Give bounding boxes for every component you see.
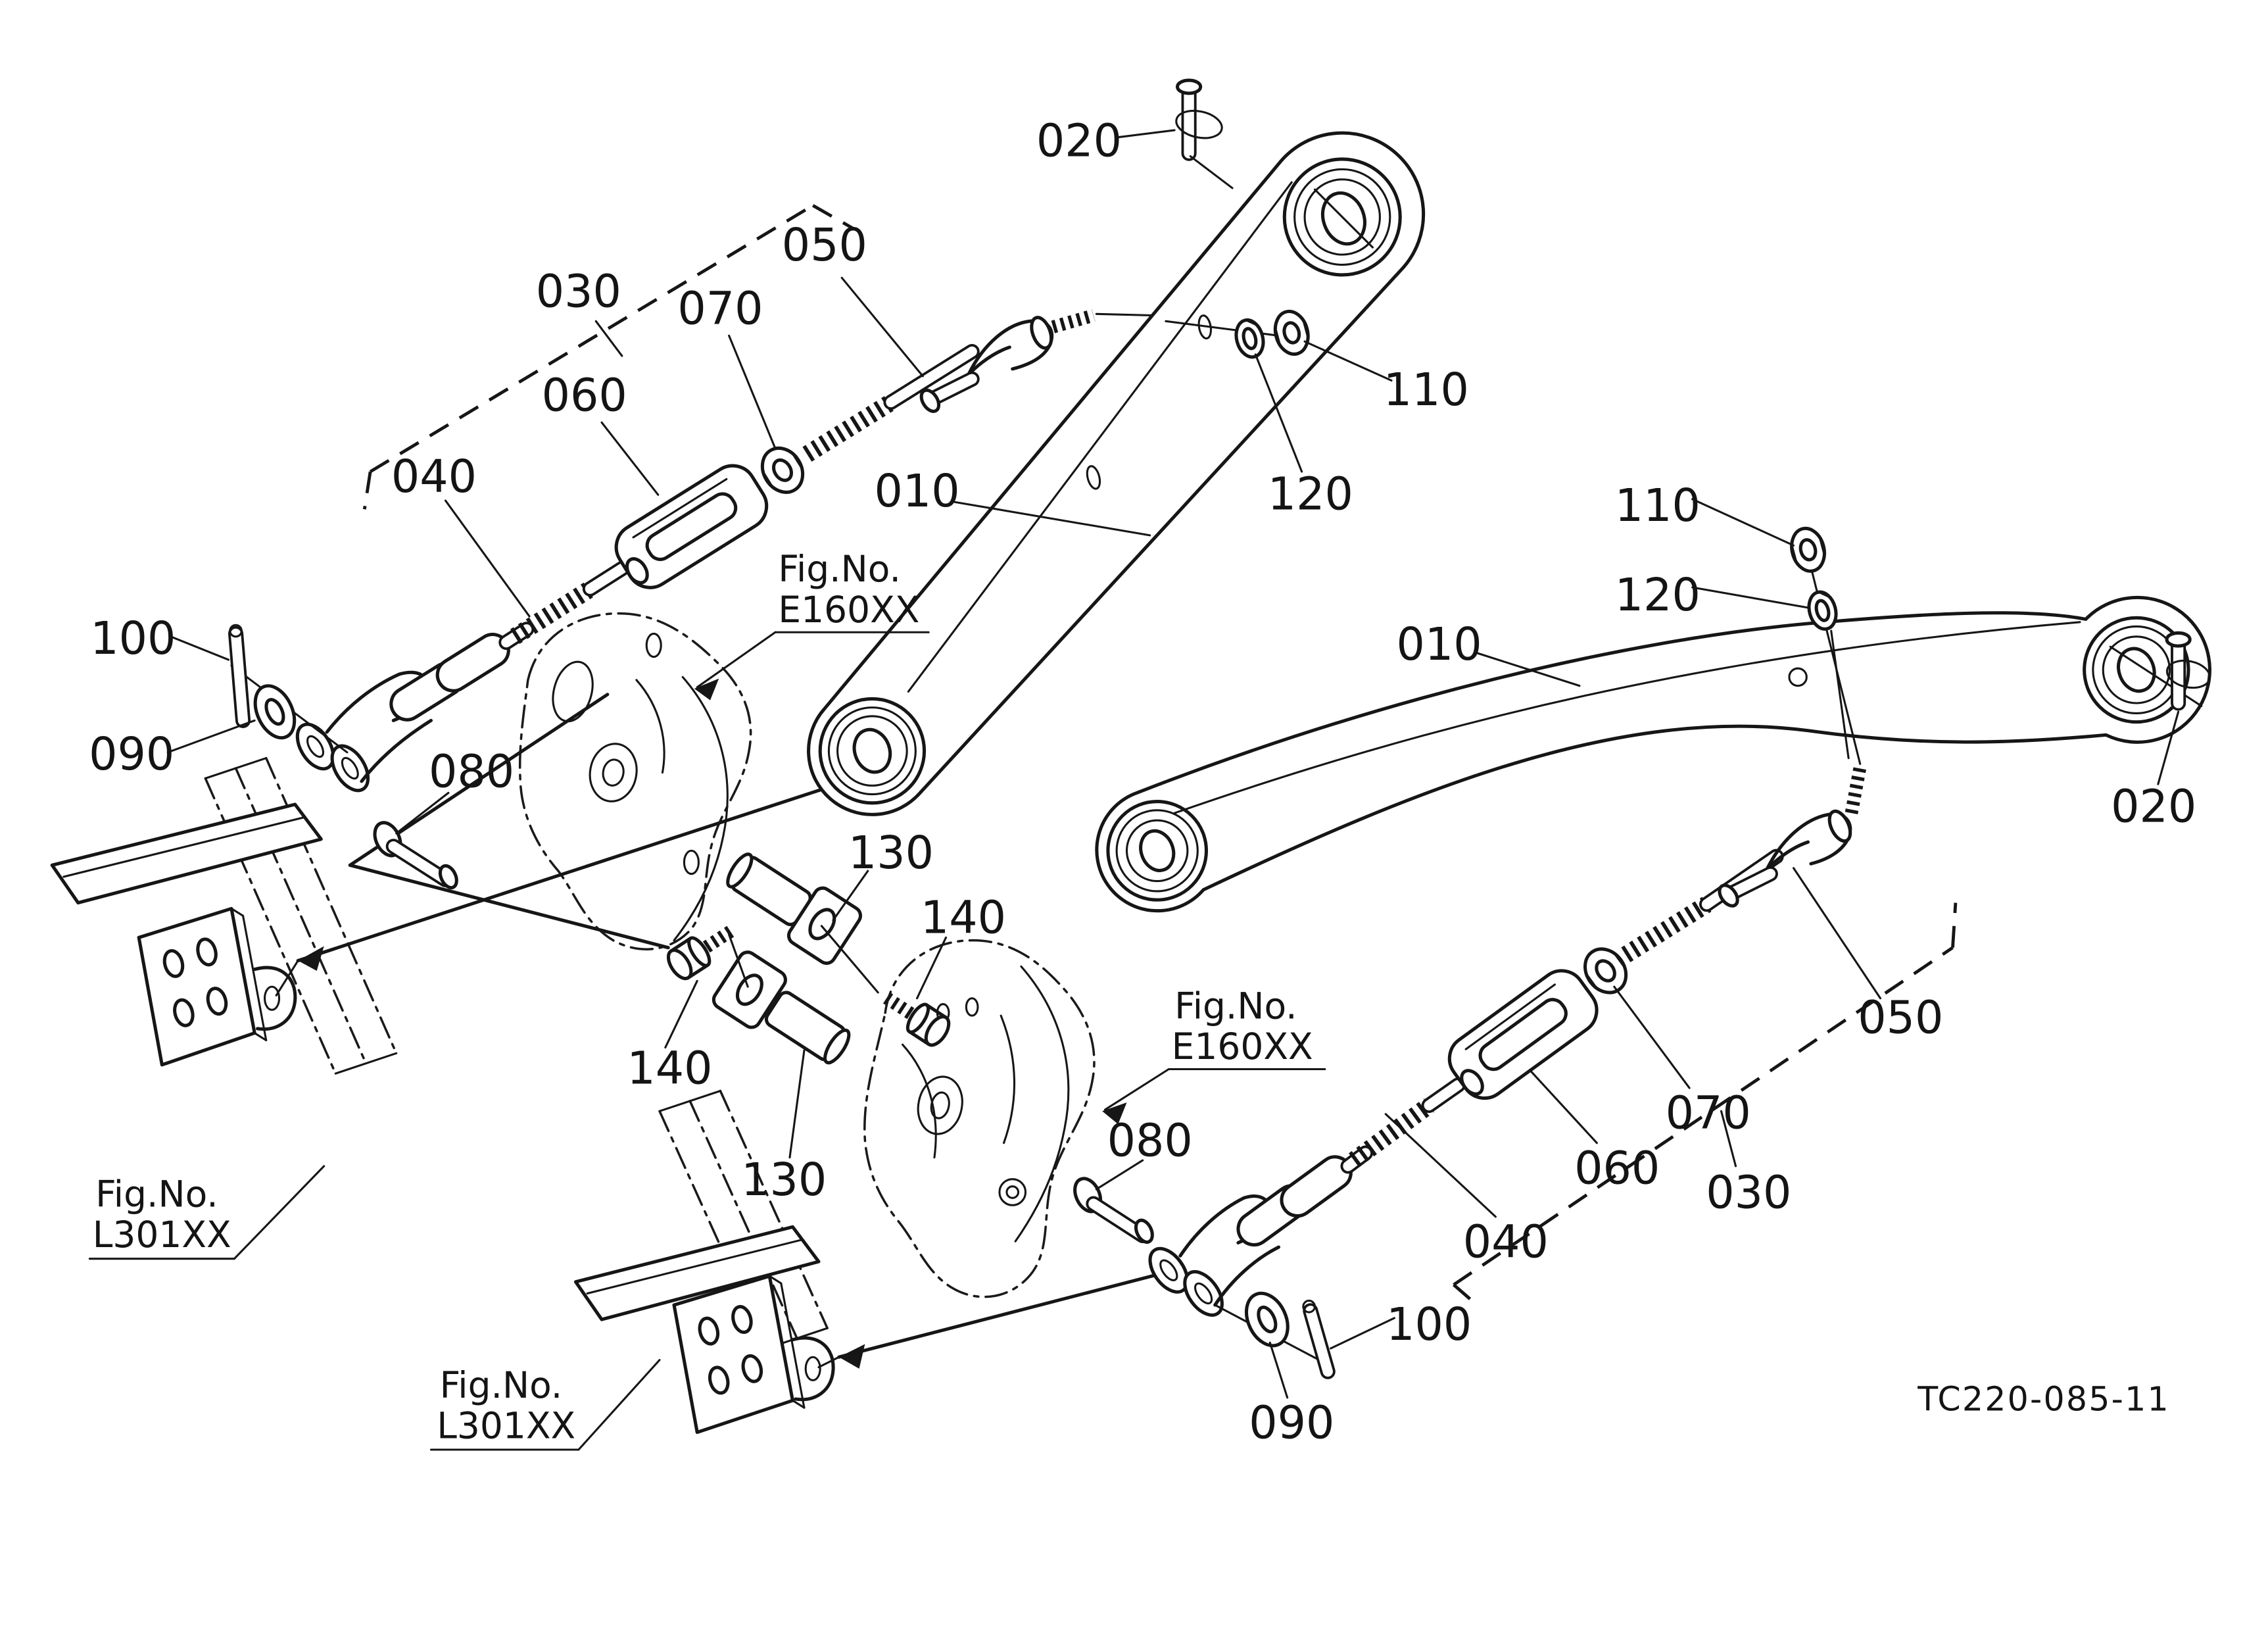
callout-040-topleft: 040 [391, 451, 477, 503]
callout-020-right: 020 [2111, 781, 2196, 833]
callout-120-right: 120 [1615, 570, 1701, 622]
callout-080-left: 080 [429, 747, 514, 799]
callout-110-right: 110 [1615, 480, 1701, 532]
callout-090-bottom: 090 [1249, 1397, 1334, 1449]
fig-ref-number: E160XX [1172, 1025, 1313, 1068]
callout-070-topleft: 070 [677, 283, 763, 335]
callout-140-upper: 140 [921, 893, 1006, 945]
mount-arrow-center [817, 1271, 1165, 1369]
drawbar-frame-center [573, 1089, 835, 1435]
callout-060-topleft: 060 [542, 370, 627, 422]
linch-pin-right [2165, 631, 2211, 711]
callout-070-bottomright: 070 [1666, 1088, 1751, 1140]
fig-ref-prefix: Fig.No. [1174, 985, 1297, 1027]
assembly-extent-line-topleft [362, 204, 854, 510]
callout-130-lower: 130 [741, 1154, 827, 1206]
assembly-extent-line-bottomright [1453, 902, 1958, 1305]
diagram-code: TC220-085-11 [1917, 1380, 2170, 1419]
callout-110-top: 110 [1384, 364, 1469, 416]
callout-130-upper: 130 [848, 827, 934, 879]
leader-lines [166, 129, 2180, 1399]
drawbar-frame-left [50, 756, 398, 1075]
callout-010-right: 010 [1397, 619, 1482, 671]
fig-ref-l301-left: Fig.No. L301XX [88, 1165, 326, 1260]
fig-ref-number: E160XX [778, 589, 919, 631]
callout-080-bottom: 080 [1107, 1115, 1193, 1167]
callout-100-bottom: 100 [1386, 1299, 1472, 1351]
hardware-bottom [1073, 1177, 1336, 1379]
callout-010-top: 010 [874, 466, 959, 518]
callout-120-top: 120 [1268, 468, 1353, 520]
housing-bracket-upper [348, 612, 752, 950]
linch-pin-top [1175, 78, 1234, 189]
fig-ref-prefix: Fig.No. [778, 548, 901, 590]
lower-link-arm-right [1095, 595, 2211, 913]
lift-rod-assembly-right [1148, 765, 1867, 1317]
callout-020-top: 020 [1036, 116, 1122, 168]
callout-040-bottomright: 040 [1463, 1216, 1549, 1268]
stabilizer-group [666, 852, 951, 1065]
fastener-right [1790, 526, 1862, 765]
callout-050-bottomright: 050 [1858, 993, 1943, 1045]
callout-050-topleft: 050 [782, 220, 867, 272]
lift-rod-assembly-left [295, 308, 1154, 793]
fig-ref-prefix: Fig.No. [440, 1364, 563, 1406]
callout-030-bottomright: 030 [1706, 1168, 1791, 1219]
fastener-top [1165, 309, 1310, 359]
fig-ref-number: L301XX [437, 1404, 575, 1446]
lower-link-arm-top [807, 131, 1426, 816]
hardware-left [228, 624, 458, 890]
callout-090-left: 090 [89, 729, 174, 781]
fig-ref-l301-center: Fig.No. L301XX [429, 1359, 661, 1451]
fig-ref-e160-lower: Fig.No. E160XX [1102, 985, 1326, 1125]
fig-ref-number: L301XX [93, 1214, 231, 1256]
callout-060-bottomright: 060 [1574, 1143, 1660, 1194]
fig-ref-e160-upper: Fig.No. E160XX [694, 548, 930, 701]
callout-030-topleft: 030 [536, 266, 621, 318]
fig-ref-prefix: Fig.No. [95, 1173, 218, 1215]
callouts: 020 050 030 070 060 040 010 110 120 100 … [89, 116, 2196, 1450]
housing-bracket-lower [863, 939, 1096, 1298]
callout-140-lower: 140 [627, 1043, 712, 1095]
mount-arrow-left [275, 765, 893, 996]
callout-100-left: 100 [90, 613, 176, 665]
